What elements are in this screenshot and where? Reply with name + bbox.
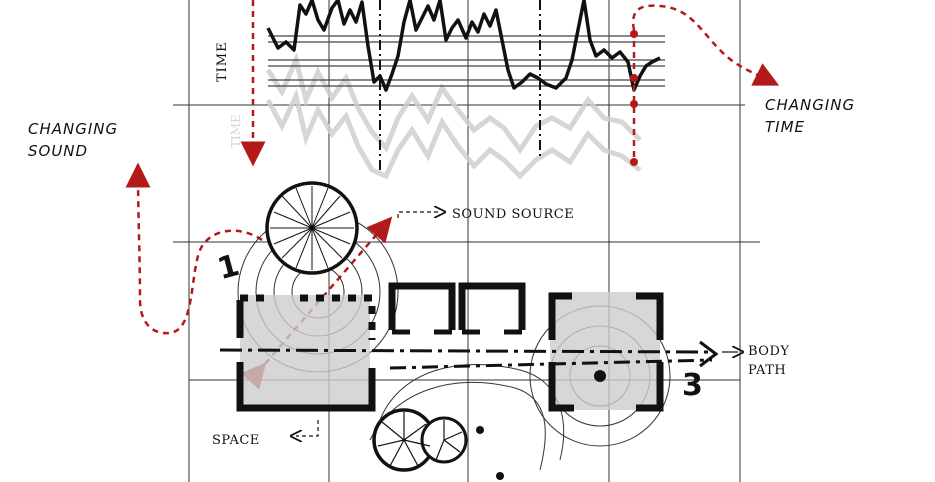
changing-sound-line-1: CHANGING [28,120,119,138]
time-graph-axes [379,0,541,172]
red-marker-dots [630,30,638,166]
changing-sound-arrow [125,162,263,335]
pointer-arrows [296,212,738,436]
sound-source-label: SOUND SOURCE [452,207,575,222]
space-room-2 [388,282,526,335]
body-path-line-2: PATH [748,363,787,378]
changing-time-line-1: CHANGING [765,96,856,114]
sound-waveform [266,0,661,92]
changing-time-line-2: TIME [765,118,806,136]
trees-bottom [372,408,504,480]
changing-time-arrow [631,4,780,86]
body-path-line [219,340,719,370]
changing-sound-line-2: SOUND [28,142,89,160]
marker-number-3: 3 [682,368,703,403]
ghost-waveforms [265,52,642,180]
time-axis-label: TIME [215,41,230,82]
changing-time-label: CHANGING TIME [765,94,855,138]
tree-top [265,181,359,275]
space-label: SPACE [212,433,260,448]
ghost-time-text: TIME [229,114,243,148]
time-graph-bands [268,35,665,87]
body-path-line-1: BODY [748,344,790,359]
red-time-markers [125,0,780,390]
body-path-label: BODY PATH [748,342,789,380]
changing-sound-label: CHANGING SOUND [28,118,118,162]
